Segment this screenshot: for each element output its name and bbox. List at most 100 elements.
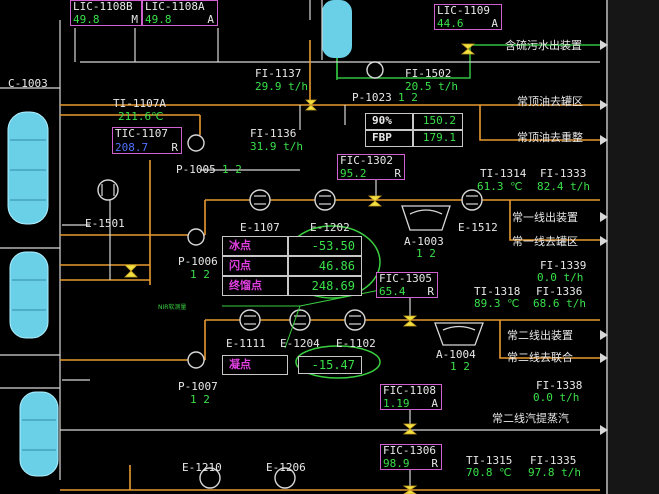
e-1111-label: E-1111 (226, 337, 266, 350)
e-1512-label: E-1512 (458, 221, 498, 234)
percent-90-label: 90% (365, 113, 413, 130)
tag-value: 95.2 (340, 167, 367, 180)
p-1005-num: 1 2 (222, 163, 242, 176)
fic-1108-tag[interactable]: FIC-1108 1.19 A (380, 384, 442, 410)
tag-mode: A (431, 397, 438, 410)
freeze-point-value: -53.50 (288, 236, 362, 256)
a-1004-num: 1 2 (450, 360, 470, 373)
ti-1318-value: 89.3 ℃ (474, 297, 520, 310)
tag-name: FIC-1306 (383, 444, 436, 457)
pour-point-value: -15.47 (298, 356, 362, 374)
tag-mode: M (131, 13, 138, 26)
final-boiling-point-value: 248.69 (288, 276, 362, 296)
column-label: C-1003 (8, 77, 48, 90)
p-1023-num: 1 2 (398, 91, 418, 104)
dest-line2-steam[interactable]: 常二线汽提蒸汽 (492, 412, 569, 425)
ti-1315-name: TI-1315 (466, 454, 513, 467)
tag-value: 49.8 (73, 13, 100, 26)
flash-point-label: 闪点 (222, 256, 288, 276)
tic-1107-tag[interactable]: TIC-1107 208.7 R (112, 127, 182, 154)
e-1206-label: E-1206 (266, 461, 306, 474)
dest-line1-out[interactable]: 常一线出装置 (512, 211, 578, 224)
tag-name: FIC-1305 (379, 272, 432, 285)
fi-1136-name: FI-1136 (250, 127, 297, 140)
tag-mode: R (394, 167, 401, 180)
tag-mode: A (207, 13, 214, 26)
p-1007-name: P-1007 (178, 380, 218, 393)
tag-value: 44.6 (437, 17, 464, 30)
fi-1338-name: FI-1338 (536, 379, 583, 392)
tag-mode: A (491, 17, 498, 30)
tag-mode: R (431, 457, 438, 470)
tag-mode: R (427, 285, 434, 298)
p-1023-name: P-1023 (352, 91, 392, 104)
lic-1108a-tag[interactable]: LIC-1108A 49.8 A (142, 0, 218, 26)
lic-1108b-tag[interactable]: LIC-1108B 49.8 M (70, 0, 142, 26)
e-1210-label: E-1210 (182, 461, 222, 474)
tag-value: 98.9 (383, 457, 410, 470)
ti-1107a-value: 211.6℃ (118, 110, 164, 123)
fbp-value: 179.1 (413, 130, 463, 147)
p-1006-num: 1 2 (190, 268, 210, 281)
ti-1315-value: 70.8 ℃ (466, 466, 512, 479)
fi-1336-value: 68.6 t/h (533, 297, 586, 310)
ti-1314-value: 61.3 ℃ (477, 180, 523, 193)
lic-1109-tag[interactable]: LIC-1109 44.6 A (434, 4, 502, 30)
fic-1302-tag[interactable]: FIC-1302 95.2 R (337, 154, 405, 180)
fbp-label: FBP (365, 130, 413, 147)
tag-name: FIC-1302 (340, 154, 393, 167)
fi-1502-value: 20.5 t/h (405, 80, 458, 93)
e-1202-label: E-1202 (310, 221, 350, 234)
fi-1137-value: 29.9 t/h (255, 80, 308, 93)
p-1006-name: P-1006 (178, 255, 218, 268)
ti-1318-name: TI-1318 (474, 285, 521, 298)
dest-sour-water[interactable]: 含硫污水出装置 (505, 39, 582, 52)
tag-name: LIC-1109 (437, 4, 490, 17)
a-1004-name: A-1004 (436, 348, 476, 361)
tag-name: LIC-1108B (73, 0, 133, 13)
final-boiling-point-label: 终馏点 (222, 276, 288, 296)
tag-value: 49.8 (145, 13, 172, 26)
tag-name: FIC-1108 (383, 384, 436, 397)
fi-1333-name: FI-1333 (540, 167, 587, 180)
fi-1335-value: 97.8 t/h (528, 466, 581, 479)
p-1005-name: P-1005 (176, 163, 216, 176)
dest-line2-joint[interactable]: 常二线去联合 (507, 351, 573, 364)
dest-line2-out[interactable]: 常二线出装置 (507, 329, 573, 342)
fi-1336-name: FI-1336 (536, 285, 583, 298)
fi-1137-name: FI-1137 (255, 67, 302, 80)
dest-overhead-tank[interactable]: 常顶油去罐区 (517, 95, 583, 108)
percent-90-value: 150.2 (413, 113, 463, 130)
tag-mode: R (171, 141, 178, 154)
fic-1306-tag[interactable]: FIC-1306 98.9 R (380, 444, 442, 470)
tag-value: 208.7 (115, 141, 149, 154)
flash-point-value: 46.86 (288, 256, 362, 276)
fi-1333-value: 82.4 t/h (537, 180, 590, 193)
a-1003-num: 1 2 (416, 247, 436, 260)
tag-value: 65.4 (379, 285, 406, 298)
pour-point-label: 凝点 (222, 355, 288, 375)
dest-line1-tank[interactable]: 常一线去罐区 (512, 235, 578, 248)
freeze-point-label: 冰点 (222, 236, 288, 256)
ti-1314-name: TI-1314 (480, 167, 527, 180)
fi-1338-value: 0.0 t/h (533, 391, 580, 404)
tag-value: 1.19 (383, 397, 410, 410)
tag-name: LIC-1108A (145, 0, 205, 13)
fi-1136-value: 31.9 t/h (250, 140, 303, 153)
dest-overhead-reformer[interactable]: 常顶油去重整 (517, 131, 583, 144)
e-1501-label: E-1501 (85, 217, 125, 230)
fi-1335-name: FI-1335 (530, 454, 577, 467)
nir-annotation: NIR软测量 (158, 304, 187, 311)
a-1003-name: A-1003 (404, 235, 444, 248)
e-1204-label: E-1204 (280, 337, 320, 350)
e-1102-label: E-1102 (336, 337, 376, 350)
fi-1339-value: 0.0 t/h (537, 271, 584, 284)
ti-1107a-name: TI-1107A (113, 97, 166, 110)
p-1007-num: 1 2 (190, 393, 210, 406)
fic-1305-tag[interactable]: FIC-1305 65.4 R (376, 272, 438, 298)
fi-1502-name: FI-1502 (405, 67, 452, 80)
tag-name: TIC-1107 (115, 127, 168, 140)
fi-1339-name: FI-1339 (540, 259, 587, 272)
